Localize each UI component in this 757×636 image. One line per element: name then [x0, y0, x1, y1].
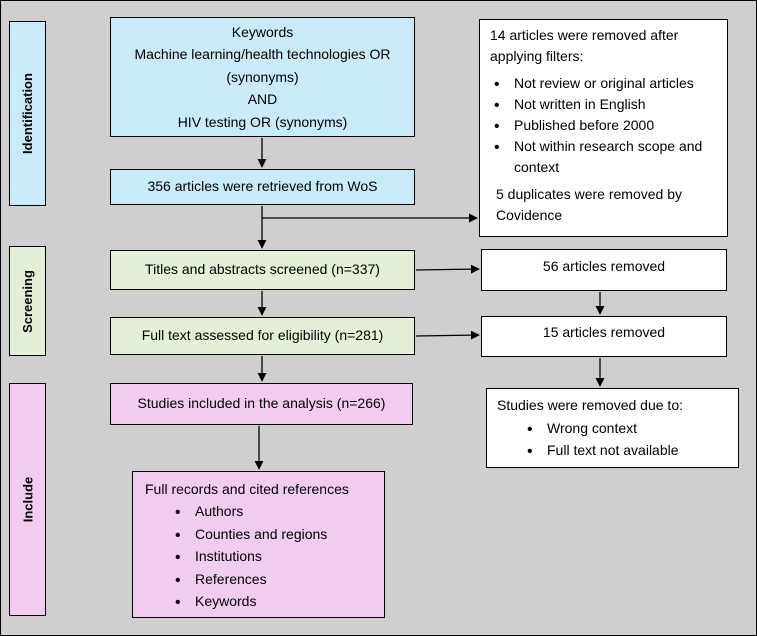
keywords-box: Keywords Machine learning/health technol…: [110, 17, 415, 137]
record-item: Authors: [171, 500, 372, 526]
keywords-title: Keywords: [231, 24, 294, 41]
removal-reasons-list: Wrong context Full text not available: [497, 417, 728, 465]
record-item: Keywords: [171, 590, 372, 616]
removal-reason-item: Full text not available: [523, 439, 728, 465]
keywords-line-2: (synonyms): [226, 68, 299, 85]
arrow-fulltext-to-removed15: [415, 330, 480, 340]
screened-box: Titles and abstracts screened (n=337): [110, 250, 415, 290]
keywords-line-1: Machine learning/health technologies OR: [134, 46, 391, 63]
filters-intro: 14 articles were removed after applying …: [490, 27, 679, 64]
removed-56-box: 56 articles removed: [481, 249, 727, 291]
filter-item: Not written in English: [490, 94, 717, 118]
filters-list: Not review or original articles Not writ…: [490, 73, 717, 178]
filters-box: 14 articles were removed after applying …: [479, 19, 728, 237]
included-box: Studies included in the analysis (n=266): [110, 383, 413, 425]
records-list: Authors Counties and regions Institution…: [145, 500, 372, 616]
fulltext-text: Full text assessed for eligibility (n=28…: [141, 327, 384, 344]
removed-56-text: 56 articles removed: [542, 258, 666, 274]
fulltext-box: Full text assessed for eligibility (n=28…: [110, 317, 415, 355]
filter-item: Not review or original articles: [490, 73, 717, 97]
removed-15-box: 15 articles removed: [481, 316, 727, 357]
removed-15-text: 15 articles removed: [542, 324, 666, 340]
removal-reasons-intro: Studies were removed due to:: [497, 397, 683, 413]
stage-identification: Identification: [9, 21, 46, 206]
record-item: Institutions: [171, 545, 372, 571]
retrieved-box: 356 articles were retrieved from WoS: [110, 169, 415, 205]
included-text: Studies included in the analysis (n=266): [137, 395, 386, 412]
screened-text: Titles and abstracts screened (n=337): [145, 261, 380, 278]
stage-screening: Screening: [9, 246, 46, 356]
duplicates-text: 5 duplicates were removed by Covidence: [496, 186, 682, 223]
record-item: Counties and regions: [171, 523, 372, 549]
removal-reason-item: Wrong context: [523, 417, 728, 443]
stage-include: Include: [9, 383, 46, 616]
records-box: Full records and cited references Author…: [132, 471, 385, 618]
removal-reasons-box: Studies were removed due to: Wrong conte…: [486, 388, 739, 468]
retrieved-text: 356 articles were retrieved from WoS: [147, 178, 378, 195]
keywords-line-3: HIV testing OR (synonyms): [177, 113, 348, 130]
records-intro: Full records and cited references: [145, 481, 349, 497]
keywords-and: AND: [247, 91, 278, 108]
filter-item: Not within research scope and context: [490, 136, 717, 178]
arrow-screened-to-removed56: [415, 264, 480, 274]
filter-item: Published before 2000: [490, 115, 717, 139]
record-item: References: [171, 568, 372, 594]
